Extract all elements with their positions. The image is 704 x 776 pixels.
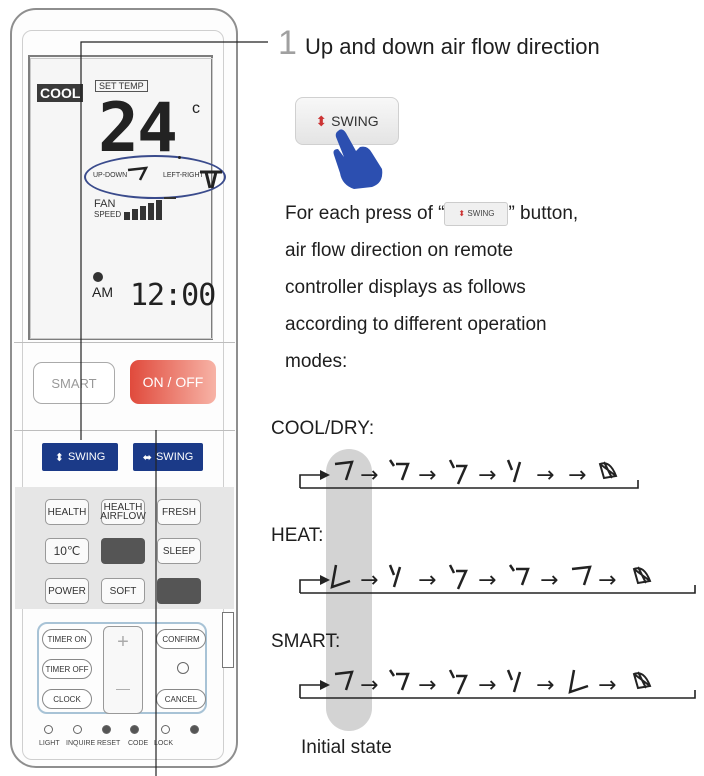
smart-button[interactable]: SMART	[33, 362, 115, 404]
svg-text:→: →	[360, 673, 378, 698]
svg-text:→: →	[418, 568, 436, 593]
mode-smart-label: SMART:	[271, 631, 341, 652]
plus-label: +	[117, 631, 129, 653]
extra-dot[interactable]	[190, 725, 199, 734]
svg-text:→: →	[568, 463, 586, 488]
mode-heat-label: HEAT:	[271, 525, 324, 546]
mode-badge: COOL	[37, 84, 84, 102]
fresh-button[interactable]: FRESH	[157, 499, 201, 525]
para-line-2: air flow direction on remote	[285, 240, 514, 261]
indicator-dot	[177, 662, 189, 674]
svg-text:→: →	[536, 463, 554, 488]
light-dot[interactable]	[44, 725, 53, 734]
leftright-label: LEFT-RIGHT	[163, 172, 204, 179]
remote-face	[22, 30, 224, 760]
sleep-button[interactable]: SLEEP	[157, 538, 201, 564]
swing-label: SWING	[67, 451, 106, 463]
lcd-screen	[28, 55, 213, 340]
leftright-arrows-icon: ⬌	[142, 451, 152, 464]
smart-sequence: → → → → →	[299, 669, 696, 699]
para-line-5: modes:	[285, 351, 348, 372]
fan-label: FAN	[94, 198, 116, 210]
swing-dot-icon	[178, 156, 181, 159]
mode-cool-dry-label: COOL/DRY:	[271, 418, 375, 439]
step-number: 1	[278, 24, 297, 62]
fan-speed-label: FAN SPEED	[94, 199, 121, 220]
inquire-label: INQUIRE	[66, 740, 96, 747]
initial-state-label: Initial state	[301, 737, 392, 758]
speed-label: SPEED	[94, 210, 122, 219]
updown-arrows-icon: ⬍	[54, 451, 64, 464]
time-display: 12:00	[130, 278, 216, 313]
light-label: LIGHT	[39, 740, 60, 747]
side-tab	[222, 612, 234, 668]
timer-off-button[interactable]: TIMER OFF	[42, 659, 92, 679]
cool-dry-sequence: → → → → →	[299, 459, 639, 489]
timer-on-button[interactable]: TIMER ON	[42, 629, 92, 649]
svg-text:→: →	[540, 568, 558, 593]
code-label: CODE	[128, 740, 149, 747]
step-title: Up and down air flow direction	[305, 34, 600, 59]
svg-text:→: →	[536, 673, 554, 698]
ten-c-button[interactable]: 10℃	[45, 538, 89, 564]
blank-button[interactable]	[157, 578, 201, 604]
divider	[14, 342, 235, 343]
airflow-highlight-ellipse	[84, 155, 226, 199]
pointing-hand-icon	[333, 129, 383, 189]
temperature-display: 24	[98, 89, 178, 168]
fan-speed-bars-icon	[124, 197, 176, 220]
svg-text:→: →	[360, 568, 378, 593]
svg-text:→: →	[598, 568, 616, 593]
minus-label: —	[116, 680, 130, 696]
onoff-button[interactable]: ON / OFF	[130, 360, 216, 404]
para-line-1: For each press of “⬍ SWING” button,	[285, 201, 579, 226]
swing-key-label: SWING	[331, 113, 379, 129]
svg-text:→: →	[360, 463, 378, 488]
svg-text:→: →	[478, 568, 496, 593]
para-line-4: according to different operation	[285, 314, 547, 335]
updown-arrows-icon: ⬍	[315, 112, 328, 129]
updown-label: UP-DOWN	[93, 172, 128, 179]
degree-unit: c	[192, 100, 200, 117]
swing-leftright-button[interactable]: ⬌ SWING	[133, 443, 203, 471]
power-button[interactable]: POWER	[45, 578, 89, 604]
svg-text:→: →	[598, 673, 616, 698]
reset-dot[interactable]	[102, 725, 111, 734]
instruction-paragraph: For each press of “⬍ SWING” button, air …	[285, 195, 700, 380]
health-button[interactable]: HEALTH	[45, 499, 89, 525]
lock-dot[interactable]	[161, 725, 170, 734]
lock-label: LOCK	[154, 740, 174, 747]
plus-minus-rocker[interactable]: + —	[103, 626, 143, 714]
svg-text:→: →	[478, 463, 496, 488]
set-temp-label: SET TEMP	[95, 80, 148, 92]
reset-label: RESET	[97, 740, 121, 747]
heat-sequence: → → → → →	[299, 564, 696, 594]
svg-text:→: →	[418, 463, 436, 488]
svg-text:→: →	[418, 673, 436, 698]
code-dot[interactable]	[130, 725, 139, 734]
am-label: AM	[92, 284, 113, 300]
swing-updown-button[interactable]: ⬍ SWING	[42, 443, 118, 471]
inline-swing-key: ⬍ SWING	[444, 201, 509, 226]
inquire-dot[interactable]	[73, 725, 82, 734]
clock-button[interactable]: CLOCK	[42, 689, 92, 709]
lcd-inner-frame	[30, 58, 213, 339]
blank-button[interactable]	[101, 538, 145, 564]
swing-label: SWING	[155, 451, 194, 463]
svg-text:→: →	[478, 673, 496, 698]
para-line-3: controller displays as follows	[285, 277, 526, 298]
soft-button[interactable]: SOFT	[101, 578, 145, 604]
clock-icon	[93, 272, 103, 282]
leftright-flap-icon	[200, 170, 222, 189]
updown-flap-icon	[127, 166, 149, 181]
divider	[14, 430, 235, 431]
